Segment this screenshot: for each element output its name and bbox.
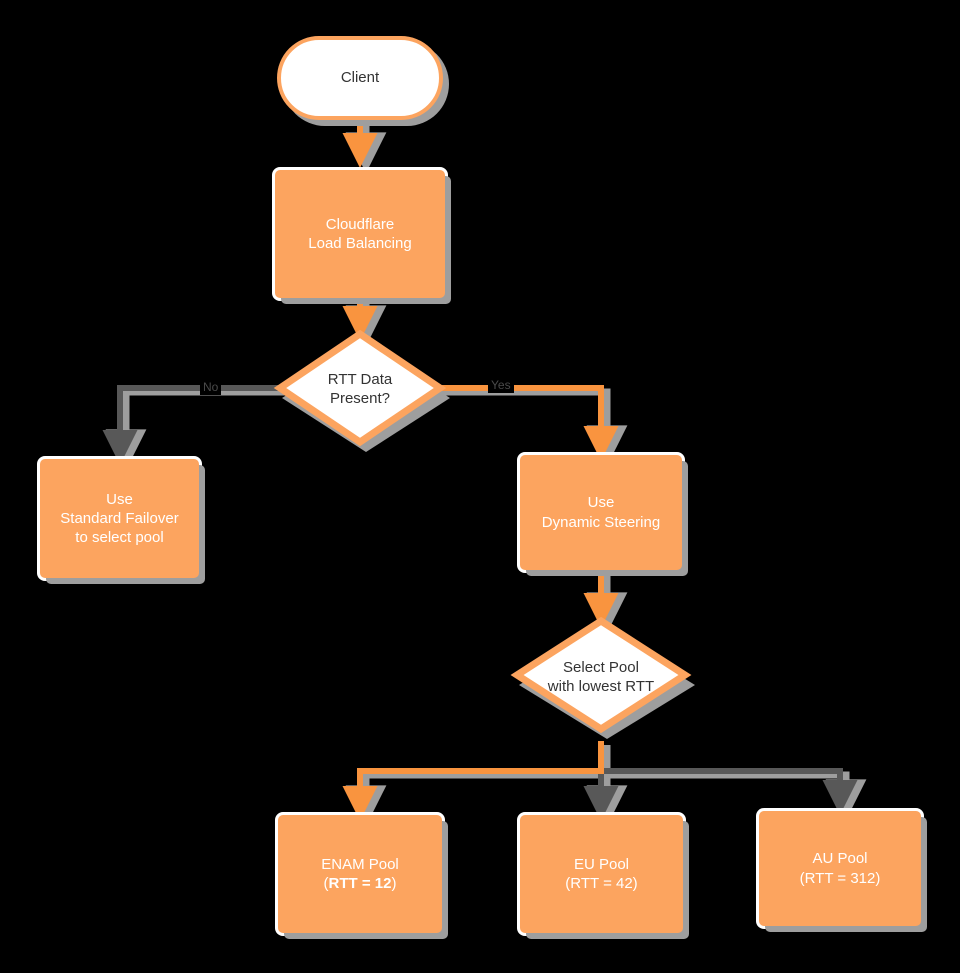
edge-rtt-no-to-standard-failover [102, 385, 285, 465]
edge-label-rtt-no: No [200, 379, 222, 396]
edge-select-pool-to-enam [342, 741, 604, 821]
node-standard-failover-line2: Standard Failover [60, 509, 179, 527]
select-pool-diamond [510, 616, 692, 734]
node-au-pool[interactable]: AU Pool (RTT = 312) [759, 811, 921, 926]
node-client[interactable]: Client [277, 36, 443, 120]
node-enam-pool-paren-open: ( [323, 875, 329, 892]
node-dynamic-steering-line2: Dynamic Steering [541, 513, 661, 531]
node-enam-pool-paren-close: ) [391, 875, 397, 892]
node-standard-failover-line3: to select pool [75, 529, 164, 547]
node-au-pool-line1: AU Pool [812, 850, 868, 868]
node-eu-pool-line2: (RTT = 42) [565, 875, 638, 892]
edge-rtt-yes-to-dynamic-steering [437, 385, 619, 461]
node-dynamic-steering-line1: Use [587, 494, 615, 512]
node-eu-pool[interactable]: EU Pool (RTT = 42) [520, 815, 683, 933]
node-eu-pool-line1: EU Pool [573, 855, 629, 873]
edge-label-rtt-yes: Yes [488, 377, 514, 394]
node-load-balancing-line1: Cloudflare [325, 215, 395, 233]
node-enam-pool-line1: ENAM Pool [321, 855, 399, 873]
node-load-balancing[interactable]: Cloudflare Load Balancing [275, 170, 445, 298]
node-load-balancing-line2: Load Balancing [308, 235, 412, 252]
node-enam-pool[interactable]: ENAM Pool (RTT = 12) [278, 815, 442, 933]
decision-shapes [273, 329, 695, 739]
rtt-decision-diamond [273, 329, 447, 447]
node-standard-failover-line1: Use [106, 490, 133, 508]
node-standard-failover[interactable]: Use Standard Failover to select pool [40, 459, 199, 578]
node-enam-pool-rtt-value: RTT = 12 [328, 875, 392, 892]
node-enam-pool-line2: (RTT = 12) [321, 874, 399, 893]
node-client-label: Client [340, 69, 380, 87]
edge-group-inactive [102, 385, 858, 821]
edge-select-pool-to-au [601, 768, 858, 815]
node-au-pool-line2: (RTT = 312) [799, 869, 881, 887]
node-dynamic-steering[interactable]: Use Dynamic Steering [520, 455, 682, 570]
